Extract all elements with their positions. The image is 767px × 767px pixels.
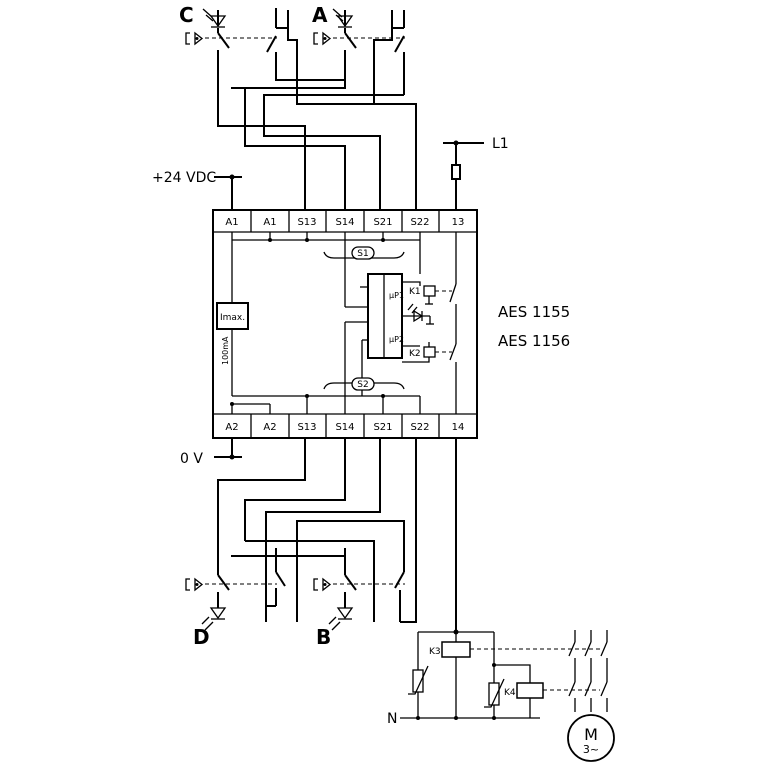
processor-2-label: µP2 — [389, 335, 404, 344]
contactor-k4-coil — [516, 682, 544, 699]
terminal-bottom-s21: S21 — [373, 422, 392, 433]
sensor-d: D — [185, 548, 286, 649]
supply-24vdc: +24 VDC — [152, 170, 242, 210]
contactor-k3-coil — [441, 641, 471, 658]
supply-0v: 0 V — [180, 438, 242, 467]
current-limiter-label: Imax. — [220, 313, 245, 323]
motor-circuit: M 3~ — [567, 630, 615, 762]
supply-24vdc-label: +24 VDC — [152, 170, 216, 186]
supply-l1: L1 — [443, 136, 509, 210]
channel-s2-label: S2 — [357, 380, 368, 390]
product-aes-1156: AES 1156 — [498, 332, 570, 350]
processor-1-label: µP1 — [389, 291, 404, 300]
sensor-c-label: C — [179, 3, 194, 27]
motor-label: M — [584, 725, 598, 744]
neutral-label: N — [387, 711, 397, 727]
sensor-c: C — [179, 3, 289, 72]
terminal-bottom-s22: S22 — [410, 422, 429, 433]
relay-k2-label: K2 — [409, 349, 421, 359]
terminal-top-s21: S21 — [373, 217, 392, 228]
current-limiter-box — [216, 302, 249, 330]
sensor-b-label: B — [316, 625, 331, 649]
magnet-actuator-icon — [313, 31, 332, 46]
led-arrow-icon — [332, 8, 344, 22]
terminal-top-s22: S22 — [410, 217, 429, 228]
relay-k1-label: K1 — [409, 287, 421, 297]
top-wiring — [217, 8, 417, 210]
channel-s1-badge — [351, 246, 375, 260]
bottom-wiring — [217, 438, 417, 623]
magnet-actuator-icon — [313, 577, 332, 592]
terminal-top-s14: S14 — [335, 217, 354, 228]
led-arrow-icon — [202, 8, 214, 22]
led-arrow-icon — [201, 616, 214, 631]
relay-k2: K2 — [402, 342, 452, 363]
magnet-actuator-icon — [185, 577, 204, 592]
supply-0v-label: 0 V — [180, 451, 203, 467]
fuse-icon — [451, 164, 461, 180]
magnet-actuator-icon — [185, 31, 204, 46]
l1-label: L1 — [492, 136, 509, 152]
terminal-bottom-a2: A2 — [225, 422, 238, 433]
terminal-top-a1: A1 — [225, 217, 238, 228]
junction-dots — [230, 238, 385, 406]
motor-phase-label: 3~ — [583, 743, 599, 756]
status-led-icon — [402, 303, 434, 325]
relay-k1-coil — [423, 285, 436, 297]
sensor-b: B — [313, 548, 405, 649]
terminal-top-13: 13 — [452, 217, 465, 228]
contactor-k4-label: K4 — [504, 688, 516, 698]
terminal-bottom-a2-2: A2 — [263, 422, 276, 433]
sensor-a-label: A — [312, 3, 328, 27]
sensor-a: A — [312, 3, 405, 95]
current-value-label: 100mA — [221, 336, 230, 365]
terminal-bottom-14: 14 — [452, 422, 465, 433]
sensor-d-label: D — [193, 625, 210, 649]
product-aes-1155: AES 1155 — [498, 303, 570, 321]
channel-s1-label: S1 — [357, 249, 368, 259]
output-contacts — [449, 232, 457, 414]
led-arrow-icon — [328, 616, 341, 631]
terminal-bottom-s13: S13 — [297, 422, 316, 433]
channel-s2-badge — [351, 377, 375, 391]
microprocessor-block — [367, 273, 403, 359]
contactor-k3-label: K3 — [429, 647, 441, 657]
load-circuit: K3 K4 N — [387, 438, 600, 727]
relay-module: A1 A1 S13 S14 S21 S22 13 A2 A2 S13 S14 S… — [212, 209, 478, 439]
led-diode-icon — [209, 607, 227, 620]
led-diode-icon — [336, 607, 354, 620]
terminal-top-s13: S13 — [297, 217, 316, 228]
motor-icon — [567, 714, 615, 762]
relay-k2-coil — [423, 346, 436, 358]
terminal-top-a1-2: A1 — [263, 217, 276, 228]
terminal-bottom-s14: S14 — [335, 422, 354, 433]
relay-k1: K1 — [402, 281, 452, 305]
